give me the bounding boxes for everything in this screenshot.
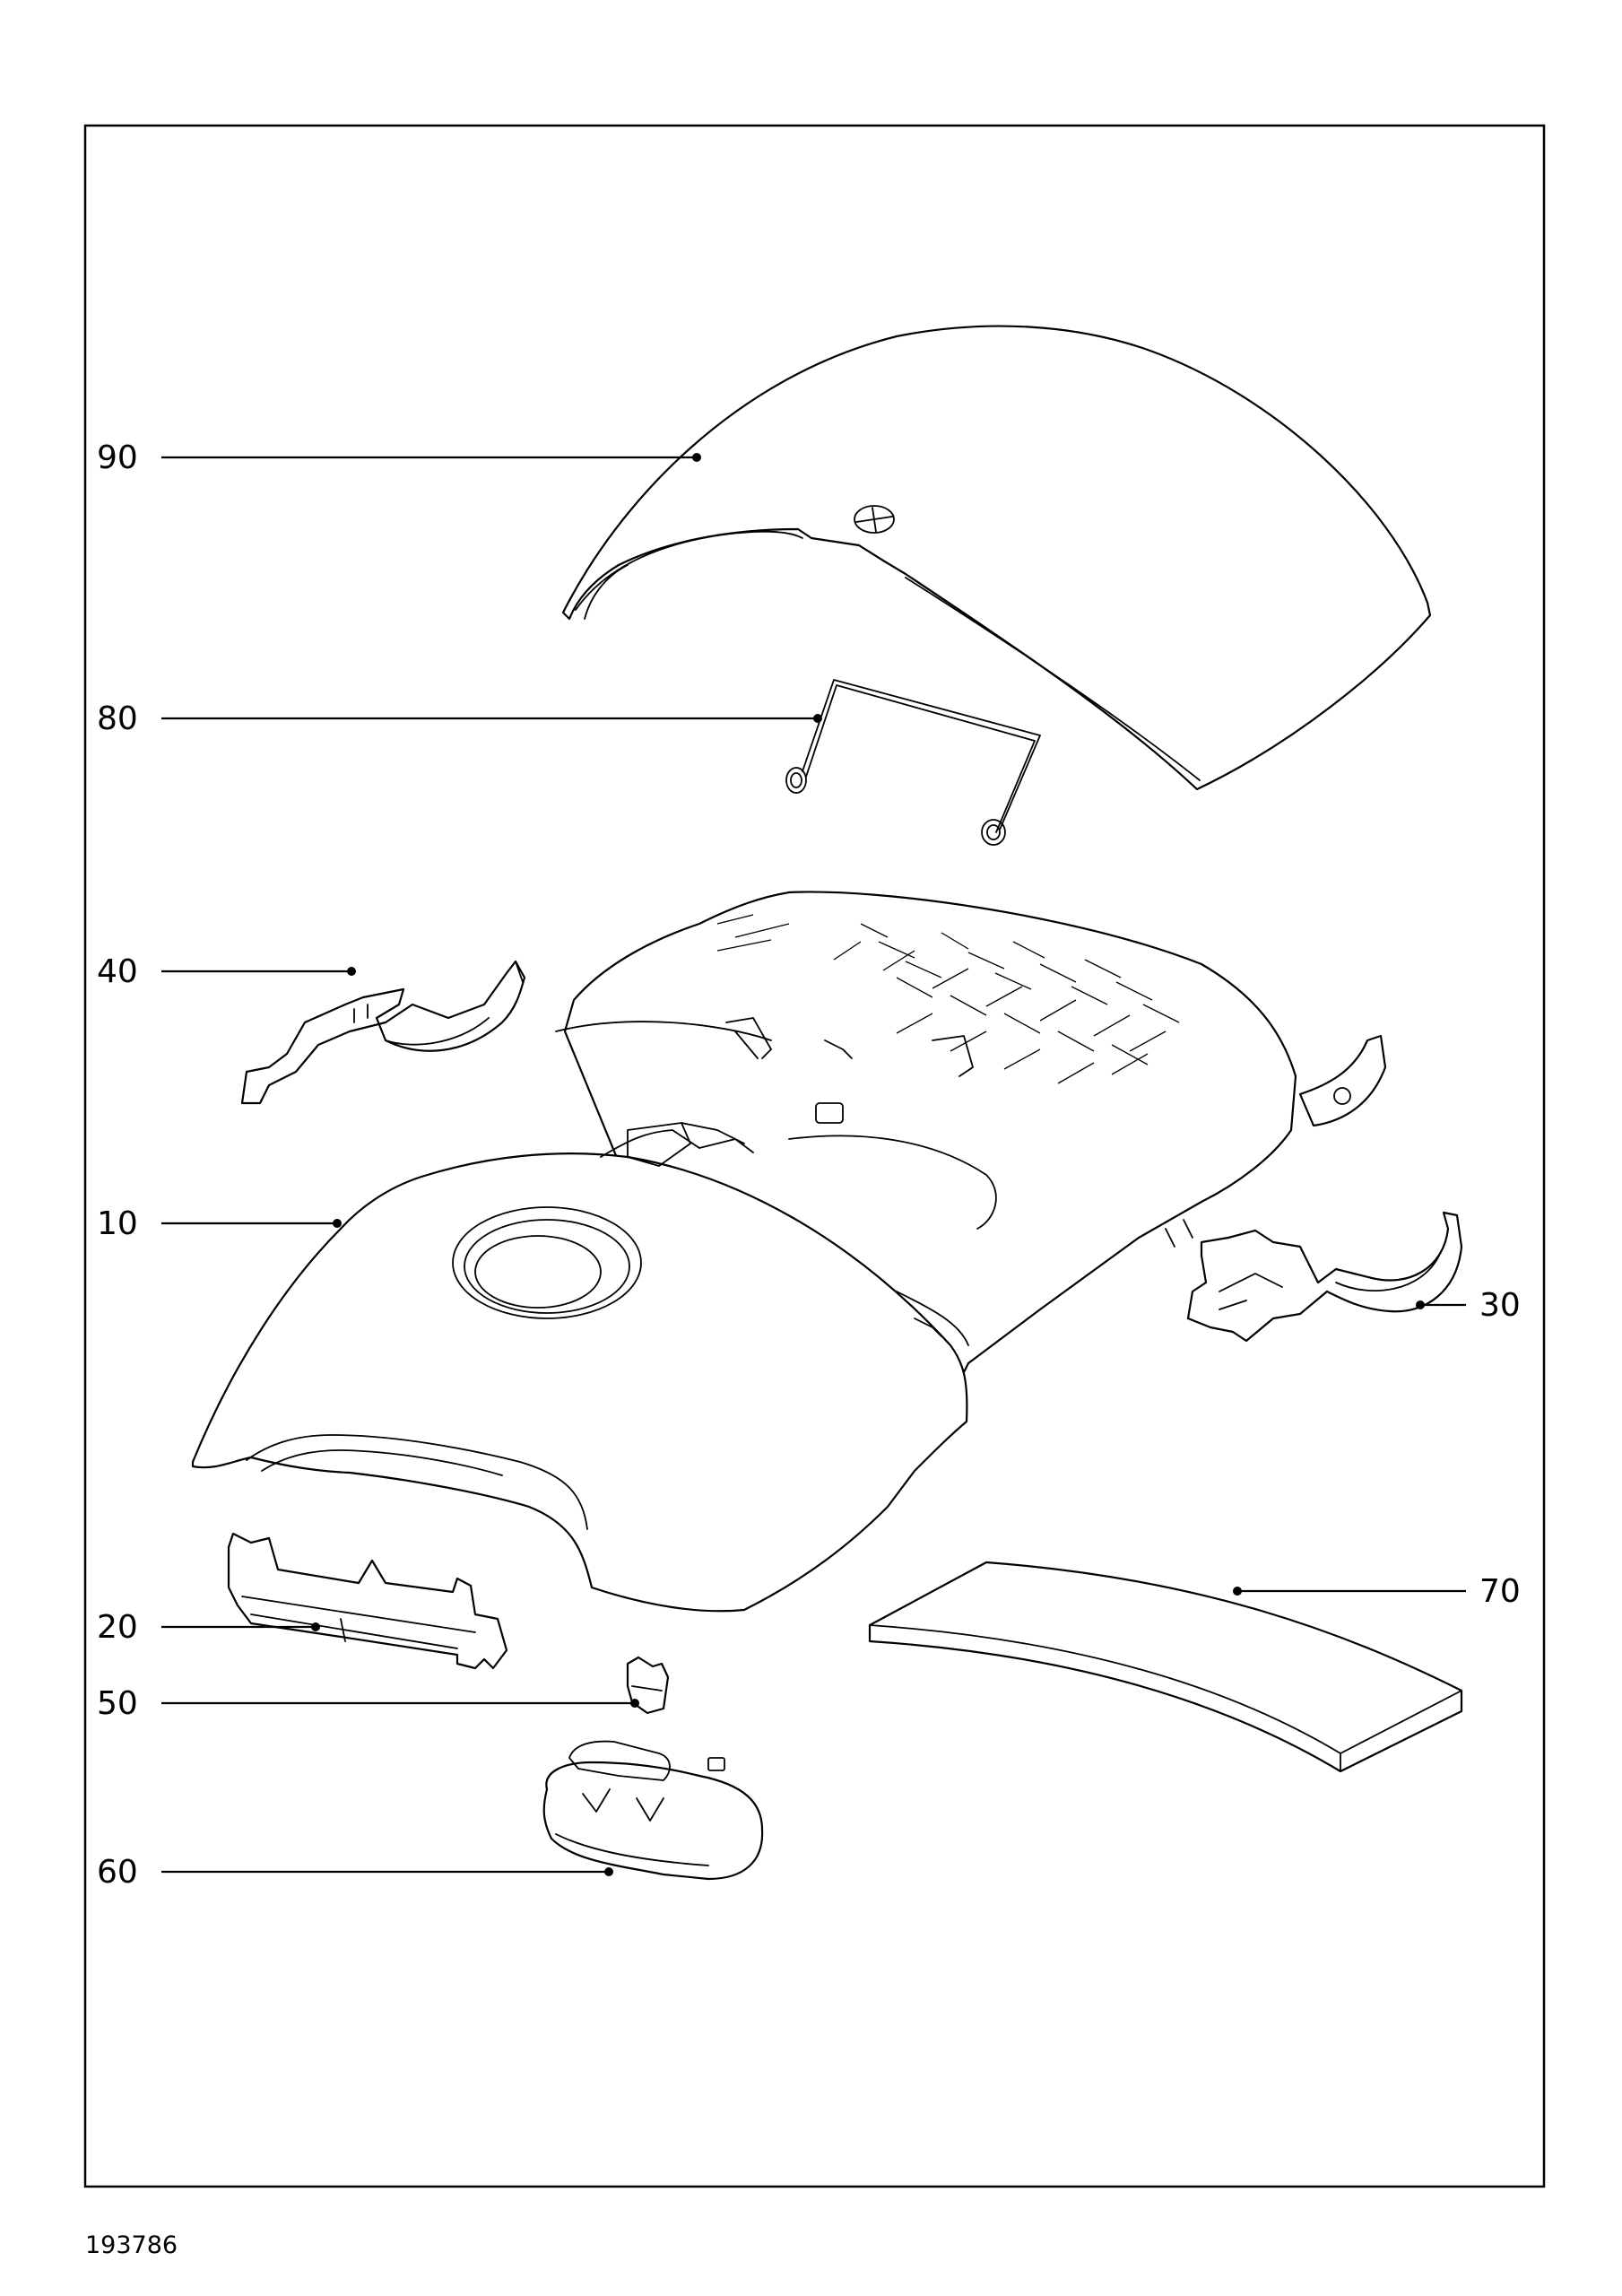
part-60-handle-grip[interactable] [542, 1740, 764, 1881]
callout-label-50: 50 [97, 1685, 138, 1722]
leader-dot-80 [813, 714, 822, 723]
callout-label-30: 30 [1479, 1287, 1521, 1324]
cooling-grille [716, 914, 1180, 1084]
callout-50: 50 [97, 1685, 639, 1722]
callout-10: 10 [97, 1205, 342, 1242]
part-40-handle-bracket-left[interactable] [240, 960, 526, 1105]
callout-30: 30 [1416, 1287, 1521, 1324]
document-number: 193786 [85, 2231, 178, 2259]
callout-label-90: 90 [97, 439, 138, 476]
part-30-handle-bracket-right[interactable] [1186, 1211, 1463, 1343]
part-90-cover-lid[interactable] [561, 325, 1432, 791]
leader-dot-70 [1233, 1587, 1242, 1596]
callout-90: 90 [97, 439, 701, 476]
callout-label-10: 10 [97, 1205, 138, 1242]
part-70-filter-pad[interactable] [868, 1561, 1463, 1773]
leader-dot-60 [604, 1867, 613, 1876]
callout-label-70: 70 [1479, 1573, 1521, 1610]
leader-dot-20 [311, 1622, 320, 1631]
callout-60: 60 [97, 1854, 613, 1891]
leader-dot-10 [333, 1219, 342, 1228]
callout-label-60: 60 [97, 1854, 138, 1891]
callout-40: 40 [97, 953, 356, 990]
callout-label-40: 40 [97, 953, 138, 990]
leader-dot-40 [347, 967, 356, 976]
drawing-frame [83, 124, 1546, 2188]
callout-70: 70 [1233, 1573, 1521, 1610]
part-80-wire-hinge[interactable] [785, 679, 1041, 846]
part-10-main-housing[interactable] [191, 891, 1387, 1613]
leader-dot-30 [1416, 1300, 1425, 1309]
callout-20: 20 [97, 1609, 320, 1646]
callout-80: 80 [97, 700, 822, 737]
callout-label-80: 80 [97, 700, 138, 737]
part-20-front-latch[interactable] [227, 1532, 508, 1670]
leader-dot-90 [692, 453, 701, 462]
part-50-clip[interactable] [626, 1656, 670, 1715]
callout-label-20: 20 [97, 1609, 138, 1646]
leader-dot-50 [630, 1699, 639, 1708]
